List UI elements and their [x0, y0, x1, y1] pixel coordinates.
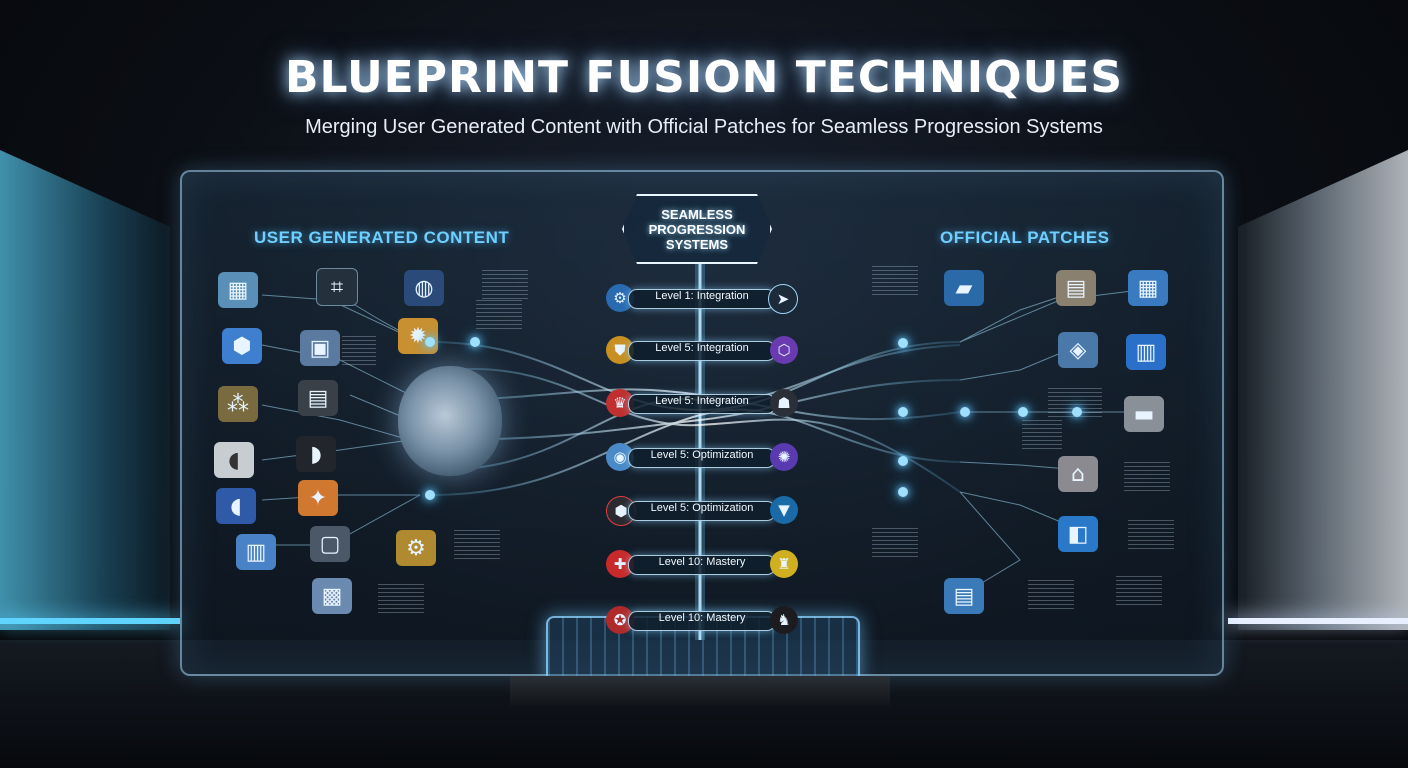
- temple-icon: ⌂: [1058, 456, 1098, 492]
- shield-icon: ▼: [770, 496, 798, 524]
- code-snippet: [1028, 580, 1074, 610]
- gadget-icon: ✹: [398, 318, 438, 354]
- progression-hub-badge: SEAMLESS PROGRESSION SYSTEMS: [622, 194, 772, 264]
- car-icon: ◖: [214, 442, 254, 478]
- level-label: Level 5: Optimization: [650, 449, 754, 461]
- level-row: ⬢ Level 5: Optimization ▼: [606, 496, 798, 526]
- cube-icon: ⬢: [222, 328, 262, 364]
- patch-node: [898, 407, 908, 417]
- code-snippet: [476, 300, 522, 330]
- patch-node: [1072, 407, 1082, 417]
- arrow-icon: ➤: [768, 284, 798, 314]
- patch-node: [898, 338, 908, 348]
- tile-grid-icon: ▩: [312, 578, 352, 614]
- level-row: ⛊ Level 5: Integration ⬡: [606, 336, 798, 364]
- page-subtitle: Merging User Generated Content with Offi…: [305, 116, 1103, 138]
- building-icon: ▦: [1128, 270, 1168, 306]
- left-wall: [0, 150, 170, 630]
- level-row: ✪ Level 10: Mastery ♞: [606, 606, 798, 634]
- hub-line-1: SEAMLESS: [661, 206, 733, 222]
- hub-badge-text: SEAMLESS PROGRESSION SYSTEMS: [649, 207, 746, 252]
- monitor-icon: ▢: [310, 526, 350, 562]
- circuit-icon: ▣: [300, 330, 340, 366]
- level-label: Level 10: Mastery: [658, 612, 746, 624]
- code-snippet: [872, 266, 918, 296]
- stack-icon: ▤: [1056, 270, 1096, 306]
- code-snippet: [872, 528, 918, 558]
- city-icon: ▥: [1126, 334, 1166, 370]
- left-connectors: [261, 289, 421, 546]
- platform-icon: ▰: [944, 270, 984, 306]
- level-label: Level 10: Mastery: [658, 556, 746, 568]
- level-row: ⚙ Level 1: Integration ➤: [606, 284, 798, 314]
- code-snippet: [1128, 520, 1174, 550]
- right-wall: [1238, 150, 1408, 630]
- server-icon: ▥: [236, 534, 276, 570]
- ugc-fusion-core: [398, 366, 502, 476]
- patch-node: [1018, 407, 1028, 417]
- level-label: Level 5: Integration: [655, 342, 749, 354]
- code-snippet: [378, 584, 424, 614]
- machine-icon: ⚙: [396, 530, 436, 566]
- level-row: ✚ Level 10: Mastery ♜: [606, 550, 798, 578]
- ugc-node: [425, 490, 435, 500]
- creature-icon: ✦: [298, 480, 338, 516]
- robot-icon: ◍: [404, 270, 444, 306]
- orb-icon: ✺: [770, 443, 798, 471]
- winged-badge-icon: ♜: [770, 550, 798, 578]
- hooded-figure-icon: ☗: [770, 389, 798, 417]
- floor-light-left: [0, 618, 180, 624]
- terrain-icon: ⁂: [218, 386, 258, 422]
- blueprint-icon: ⌗: [316, 268, 358, 306]
- beast-icon: ♞: [770, 606, 798, 634]
- patch-node: [960, 407, 970, 417]
- hub-badge-frame: [622, 194, 772, 264]
- official-patches-label: OFFICIAL PATCHES: [940, 228, 1110, 247]
- warehouse-icon: ▬: [1124, 396, 1164, 432]
- mastery-crest-icon: ✪: [606, 606, 634, 634]
- level-row: ♛ Level 5: Integration ☗: [606, 389, 798, 417]
- code-snippet: [482, 270, 528, 300]
- user-generated-content-label: USER GENERATED CONTENT: [254, 228, 510, 247]
- level-label: Level 5: Integration: [655, 395, 749, 407]
- blue-car-icon: ◖: [216, 488, 256, 524]
- code-snippet: [1022, 420, 1062, 450]
- crest-icon: ♛: [606, 389, 634, 417]
- code-snippet: [1116, 576, 1162, 606]
- module-icon: ◧: [1058, 516, 1098, 552]
- hub-line-3: SYSTEMS: [665, 236, 729, 252]
- ugc-node: [470, 337, 480, 347]
- ugc-node: [425, 337, 435, 347]
- crate-icon: ◈: [1058, 332, 1098, 368]
- patch-node: [898, 456, 908, 466]
- level-row: ◉ Level 5: Optimization ✺: [606, 443, 798, 471]
- hex-icon: ⬡: [770, 336, 798, 364]
- level-label: Level 5: Optimization: [650, 502, 754, 514]
- shield-badge-icon: ⛊: [606, 336, 634, 364]
- code-snippet: [1124, 462, 1170, 492]
- map-tile-icon: ▦: [218, 272, 258, 308]
- document-icon: ▤: [944, 578, 984, 614]
- mech-icon: ▤: [298, 380, 338, 416]
- hub-line-2: PROGRESSION: [648, 221, 746, 237]
- code-snippet: [454, 530, 500, 560]
- tank-icon: ◗: [296, 436, 336, 472]
- display-stand: [510, 676, 890, 706]
- floor-light-right: [1228, 618, 1408, 624]
- level-label: Level 1: Integration: [655, 290, 749, 302]
- code-snippet: [342, 336, 376, 366]
- page-title: BLUEPRINT FUSION TECHNIQUES: [284, 52, 1124, 103]
- patch-node: [898, 487, 908, 497]
